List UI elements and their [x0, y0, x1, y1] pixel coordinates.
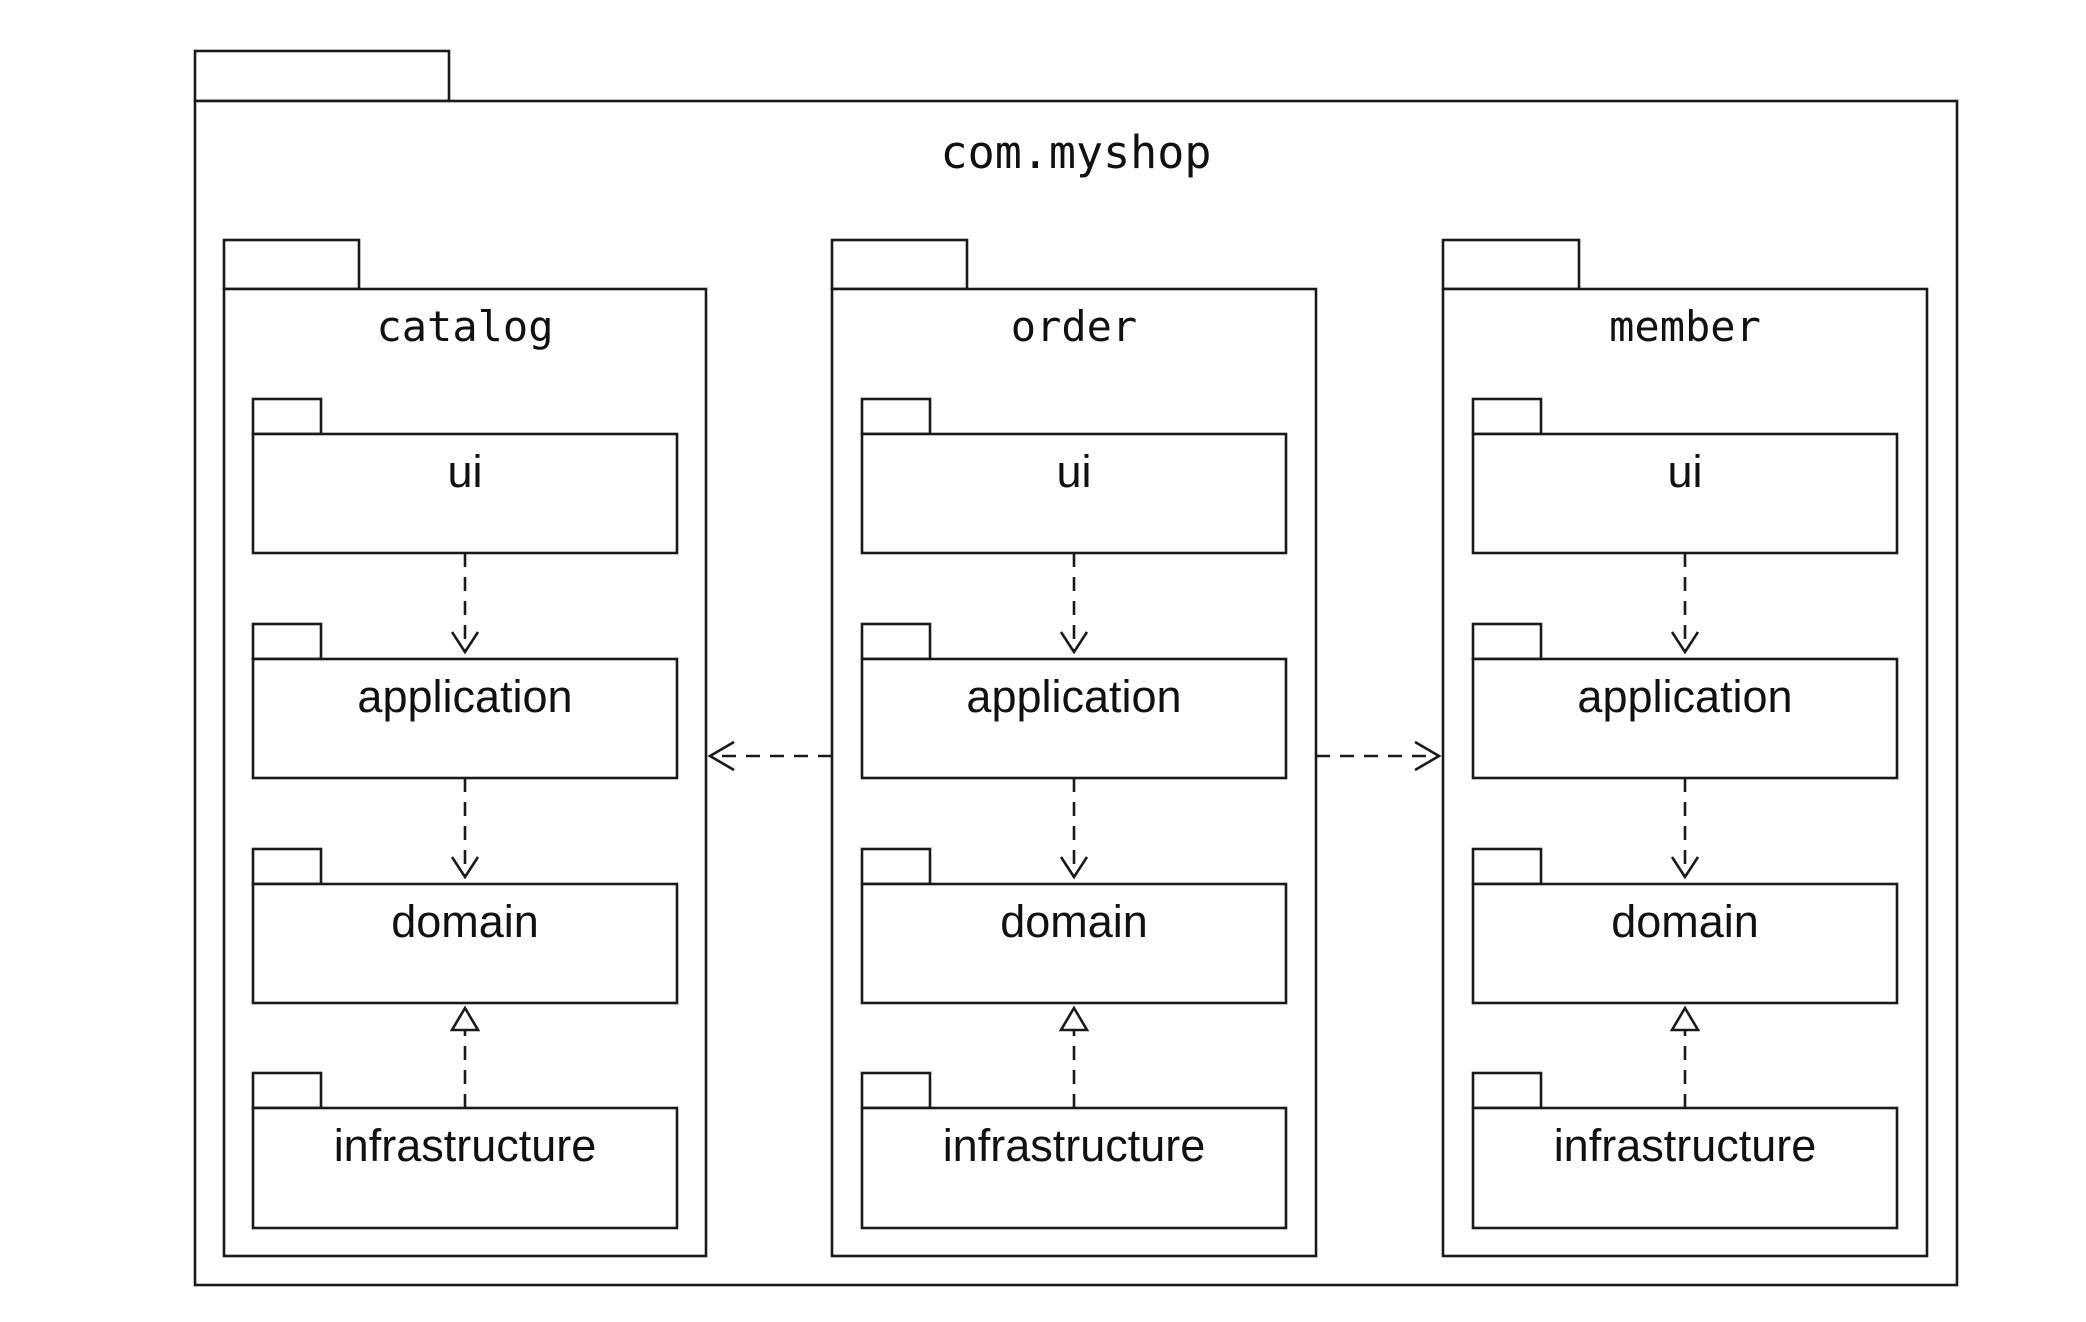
module-catalog-title: catalog	[376, 302, 553, 351]
package-order-application-label: application	[966, 671, 1181, 722]
arrow-order-infrastructure-to-domain	[1058, 1005, 1090, 1108]
package-member-infrastructure-label: infrastructure	[1554, 1120, 1817, 1171]
module-catalog-tab	[222, 238, 361, 291]
package-tab	[860, 1071, 932, 1110]
module-member-title: member	[1609, 302, 1761, 351]
package-body	[251, 657, 679, 780]
package-tab	[860, 622, 932, 661]
module-catalog: catalog ui application domain infrastruc…	[222, 238, 708, 1258]
package-tab	[251, 847, 323, 886]
package-tab	[1471, 397, 1543, 436]
package-body	[251, 1106, 679, 1230]
module-order-title: order	[1011, 302, 1137, 351]
package-catalog-application: application	[251, 622, 679, 780]
package-member-application: application	[1471, 622, 1899, 780]
package-catalog-application-label: application	[357, 671, 572, 722]
package-tab	[251, 1071, 323, 1110]
package-catalog-infrastructure: infrastructure	[251, 1071, 679, 1230]
arrow-member-application-to-domain	[1670, 778, 1700, 880]
package-member-infrastructure: infrastructure	[1471, 1071, 1899, 1230]
module-member: member ui application domain infrastruct…	[1441, 238, 1929, 1258]
package-tab	[251, 622, 323, 661]
module-order: order ui application domain infrastructu…	[830, 238, 1318, 1258]
package-catalog-domain: domain	[251, 847, 679, 1005]
package-body	[860, 882, 1288, 1005]
package-order-ui-label: ui	[1056, 446, 1091, 497]
package-catalog-ui-label: ui	[447, 446, 482, 497]
arrow-order-to-catalog	[707, 740, 832, 772]
arrow-order-to-member	[1316, 740, 1442, 772]
package-order-application: application	[860, 622, 1288, 780]
package-order-ui: ui	[860, 397, 1288, 555]
module-order-tab	[830, 238, 969, 291]
package-tab	[251, 397, 323, 436]
module-member-tab	[1441, 238, 1581, 291]
arrow-member-ui-to-application	[1670, 553, 1700, 655]
package-body	[860, 657, 1288, 780]
package-body	[251, 882, 679, 1005]
package-member-application-label: application	[1577, 671, 1792, 722]
arrow-order-application-to-domain	[1059, 778, 1089, 880]
package-order-infrastructure: infrastructure	[860, 1071, 1288, 1230]
package-body	[860, 1106, 1288, 1230]
package-order-domain: domain	[860, 847, 1288, 1005]
arrow-catalog-infrastructure-to-domain	[449, 1005, 481, 1108]
package-member-ui-label: ui	[1667, 446, 1702, 497]
package-tab	[860, 847, 932, 886]
package-catalog-domain-label: domain	[391, 896, 539, 947]
arrow-member-infrastructure-to-domain	[1669, 1005, 1701, 1108]
arrow-catalog-ui-to-application	[450, 553, 480, 655]
arrow-catalog-application-to-domain	[450, 778, 480, 880]
package-body	[860, 432, 1288, 555]
root-package-tab	[193, 49, 451, 103]
package-order-domain-label: domain	[1000, 896, 1148, 947]
package-body	[1471, 882, 1899, 1005]
package-member-domain-label: domain	[1611, 896, 1759, 947]
package-tab	[1471, 1071, 1543, 1110]
package-member-domain: domain	[1471, 847, 1899, 1005]
root-package-title: com.myshop	[941, 126, 1212, 179]
package-tab	[860, 397, 932, 436]
package-tab	[1471, 622, 1543, 661]
package-catalog-infrastructure-label: infrastructure	[334, 1120, 597, 1171]
package-body	[1471, 657, 1899, 780]
package-order-infrastructure-label: infrastructure	[943, 1120, 1206, 1171]
package-body	[1471, 1106, 1899, 1230]
package-tab	[1471, 847, 1543, 886]
arrow-order-ui-to-application	[1059, 553, 1089, 655]
